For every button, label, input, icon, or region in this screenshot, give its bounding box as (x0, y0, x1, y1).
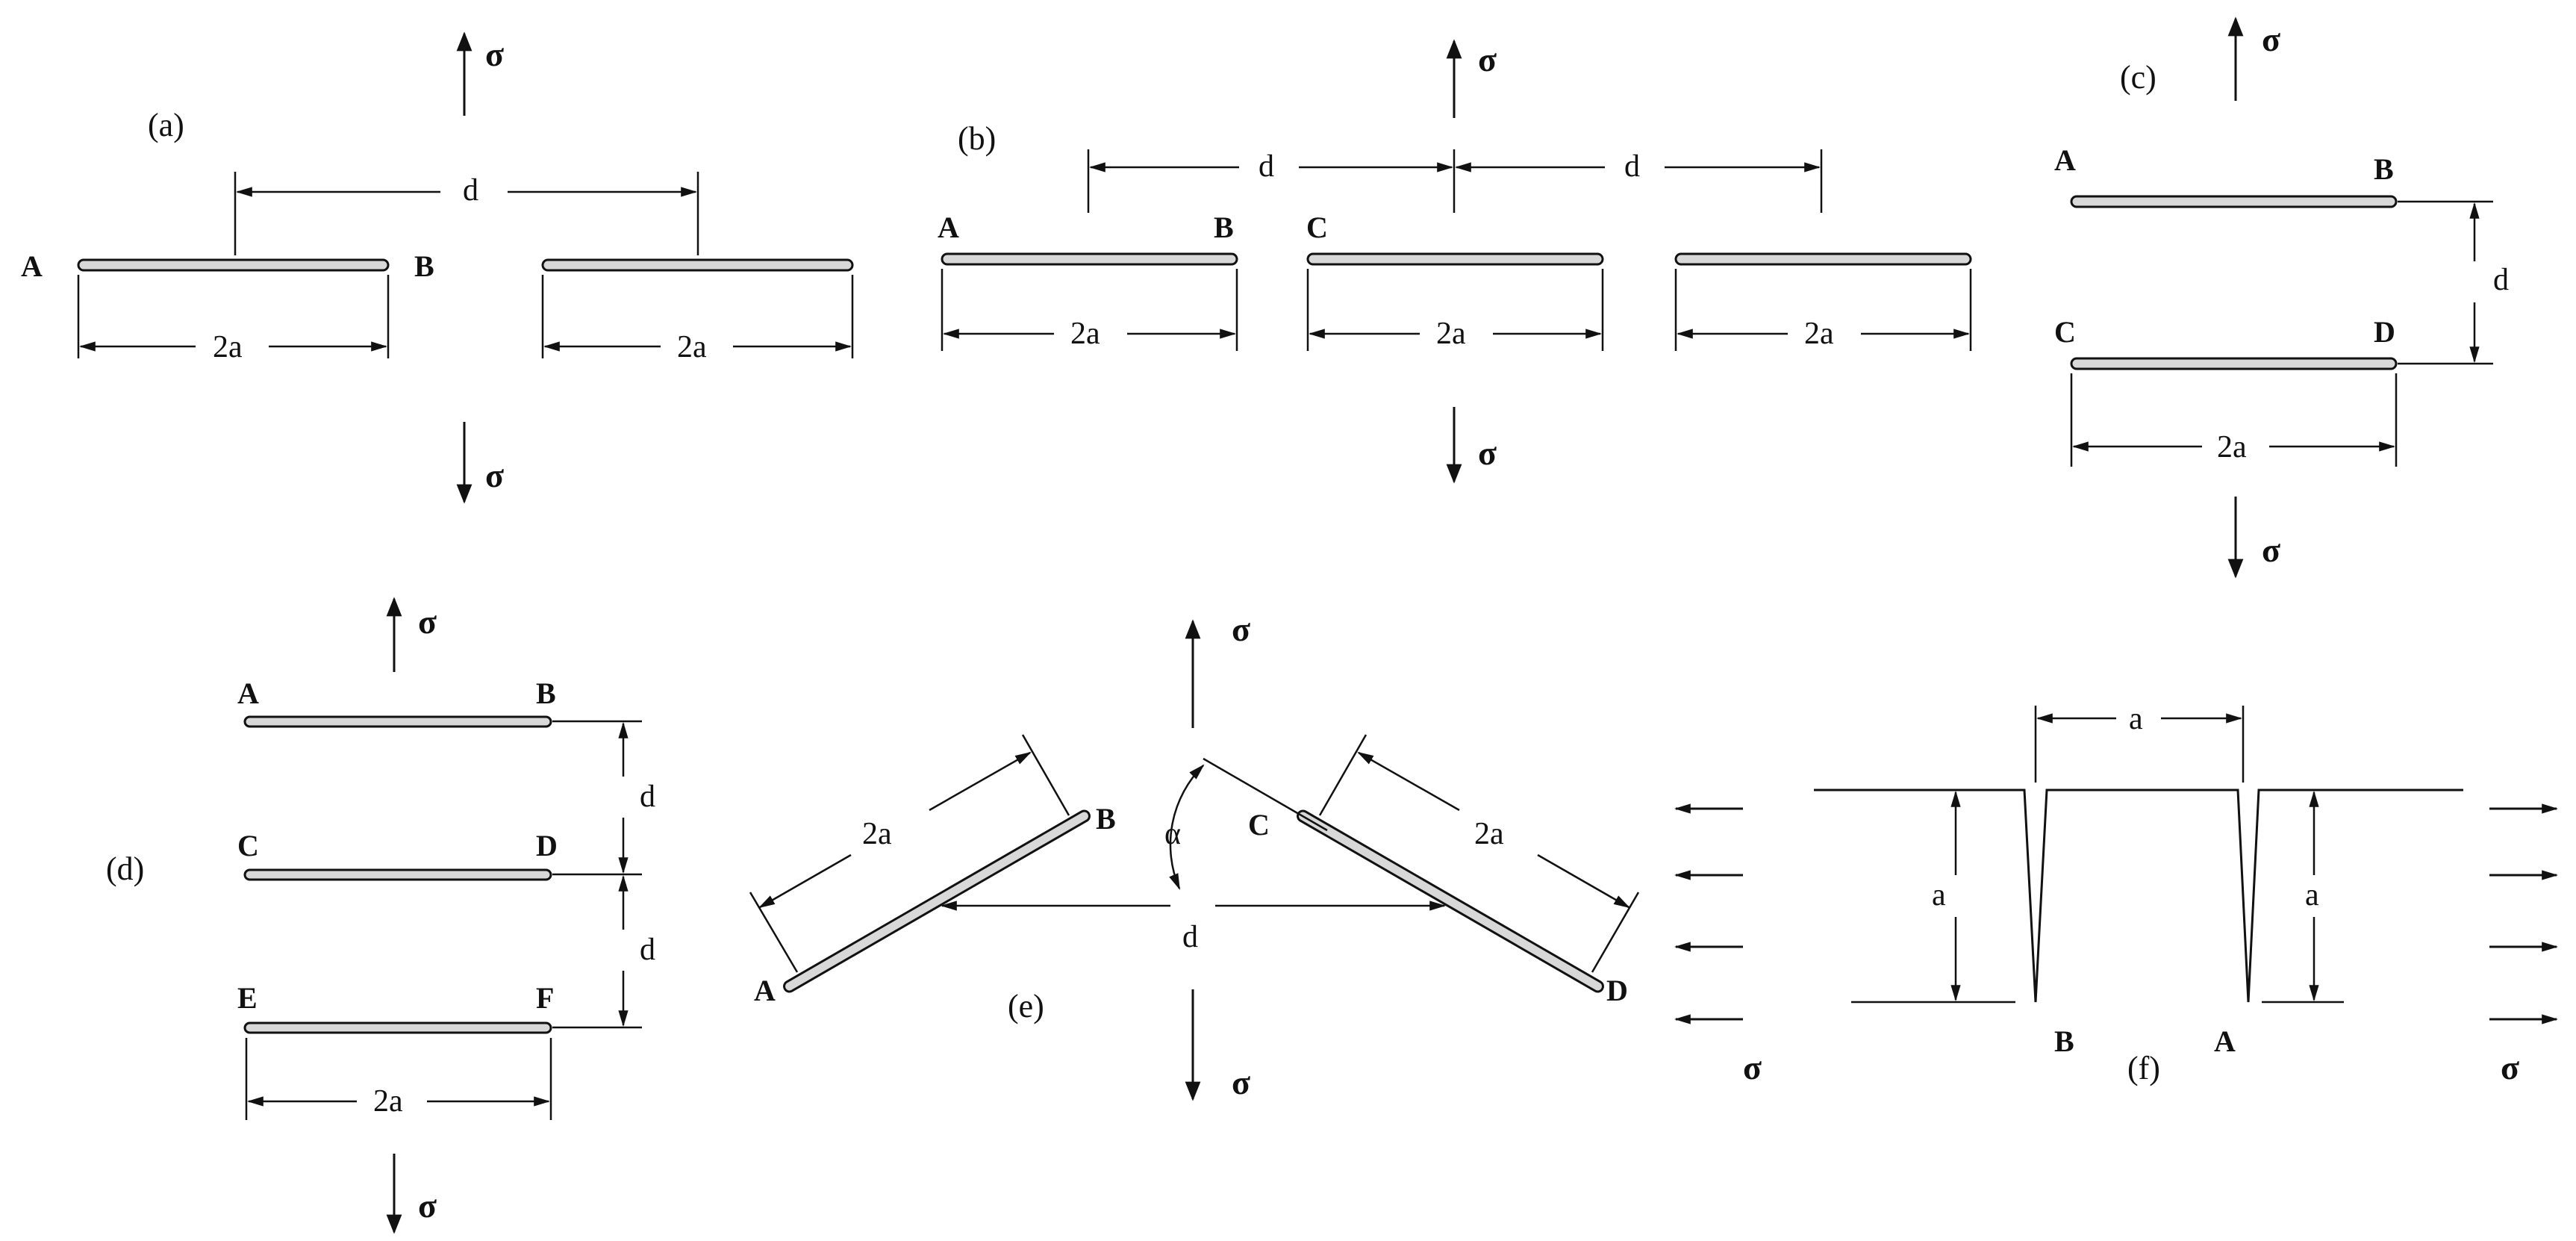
tip-c: C (237, 829, 259, 862)
panel-d: (d) σ σ A B C D E F d d 2a (106, 597, 655, 1234)
stress-label-top: σ (418, 603, 437, 641)
stress-label-bottom: σ (418, 1186, 437, 1225)
tip-c: C (1248, 808, 1270, 842)
stress-label-left: σ (1743, 1048, 1762, 1086)
dim-a-right: a (2305, 878, 2319, 912)
tip-b: B (2374, 152, 2394, 186)
tip-b: B (2054, 1024, 2074, 1058)
tip-a: A (237, 677, 259, 710)
crack-c (1306, 252, 1604, 266)
crack-ab (783, 809, 1091, 993)
panel-e: (e) σ σ A B C D d α 2a 2a (749, 610, 1640, 1101)
stress-label-top: σ (1478, 40, 1497, 78)
tip-c: C (2054, 315, 2076, 349)
stress-label-right: σ (2501, 1048, 2519, 1086)
dim-2a: 2a (2217, 430, 2247, 464)
panel-c: (c) σ σ A B C D d 2a (2054, 16, 2509, 579)
tip-a: A (2054, 143, 2076, 177)
panel-f-label: (f) (2127, 1050, 2160, 1086)
stress-label-bottom: σ (485, 456, 504, 494)
tip-a: A (938, 211, 959, 244)
crack-3 (1674, 252, 1972, 266)
dim-2a-1: 2a (1070, 317, 1100, 351)
dim-a-spacing: a (2129, 702, 2143, 736)
stress-label-bottom: σ (1232, 1063, 1250, 1101)
dim-a-left: a (1932, 878, 1946, 912)
tip-a: A (754, 974, 776, 1007)
stress-label-bottom: σ (1478, 434, 1497, 472)
dim-d: d (2493, 263, 2509, 297)
crack-cd (1297, 809, 1604, 993)
tip-c: C (1306, 211, 1328, 244)
angle-alpha: α (1164, 817, 1181, 851)
stress-label-top: σ (2262, 20, 2280, 58)
tip-b: B (536, 677, 556, 710)
crack-2 (541, 258, 854, 272)
tip-d: D (1606, 974, 1628, 1007)
tip-d: D (536, 829, 558, 862)
dim-d: d (463, 173, 478, 208)
panel-a: (a) σ σ A B d 2a 2a (21, 31, 854, 504)
stress-label-top: σ (1232, 610, 1250, 648)
tip-b: B (1214, 211, 1234, 244)
panel-b-label: (b) (958, 120, 996, 157)
crack-ab (243, 715, 552, 728)
dim-d-2: d (1624, 149, 1640, 184)
panel-e-label: (e) (1008, 988, 1044, 1024)
dim-2a-left: 2a (213, 330, 243, 364)
tip-b: B (1096, 802, 1116, 836)
tip-b: B (414, 249, 434, 283)
panel-d-label: (d) (106, 850, 144, 887)
panel-c-label: (c) (2120, 59, 2156, 96)
crack-ef (243, 1021, 552, 1034)
dim-d: d (1182, 920, 1198, 954)
panel-a-label: (a) (148, 107, 184, 143)
stress-label-bottom: σ (2262, 531, 2280, 569)
crack-ab (941, 252, 1238, 266)
dim-d-1: d (640, 780, 655, 814)
tip-f: F (536, 981, 554, 1015)
dim-2a-left: 2a (862, 817, 892, 851)
dim-2a: 2a (373, 1084, 403, 1119)
stress-label-top: σ (485, 35, 504, 73)
tip-a: A (21, 249, 43, 283)
crack-cd (2070, 357, 2398, 370)
tip-d: D (2374, 315, 2395, 349)
free-surface-with-notches (1814, 789, 2463, 1003)
panel-f: (f) B A a a a σ σ (1674, 702, 2559, 1086)
dim-d-1: d (1259, 149, 1274, 184)
dim-2a-right: 2a (1474, 817, 1504, 851)
tip-a: A (2214, 1024, 2236, 1058)
dim-2a-2: 2a (1436, 317, 1466, 351)
dim-2a-3: 2a (1804, 317, 1834, 351)
crack-cd (243, 868, 552, 881)
dim-d-2: d (640, 933, 655, 967)
tip-e: E (237, 981, 258, 1015)
crack-ab (77, 258, 390, 272)
panel-b: (b) σ σ A B C d d 2a 2a 2a (938, 39, 1972, 484)
crack-ab (2070, 195, 2398, 208)
dim-2a-right: 2a (677, 330, 707, 364)
